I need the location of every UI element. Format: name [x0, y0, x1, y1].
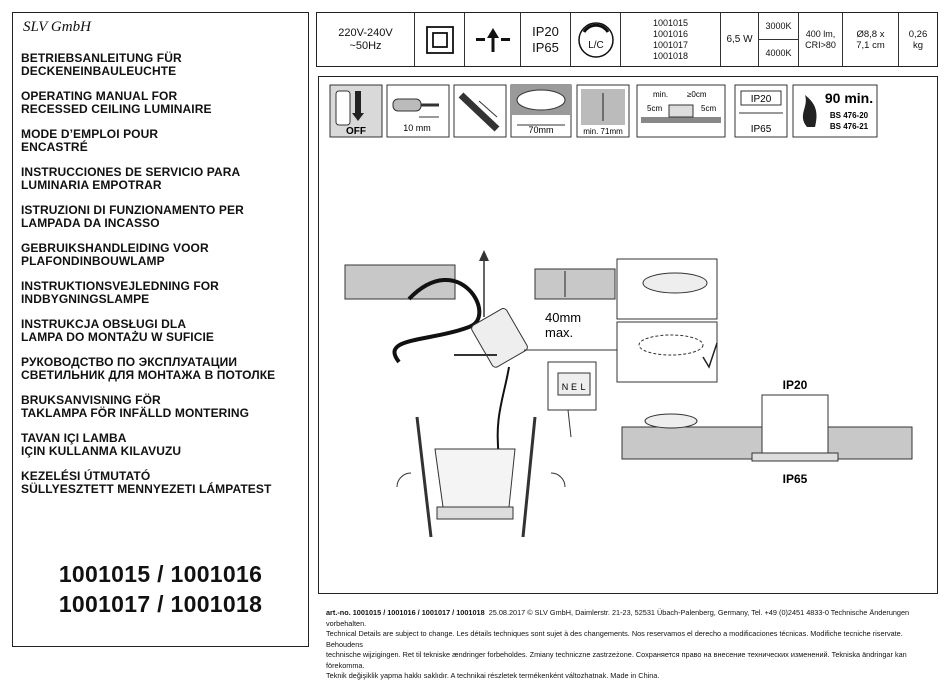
ip20-label: IP20	[532, 23, 559, 39]
luminaire-trim	[436, 506, 514, 520]
driver-box	[471, 308, 528, 368]
strip-length-label: 10 mm	[403, 123, 431, 133]
title-tr: TAVAN IÇI LAMBA IÇIN KULLANMA KILAVUZU	[21, 431, 182, 458]
fire-std-1-label: BS 476-20	[830, 111, 869, 120]
arrow-up-icon	[475, 27, 510, 52]
brand-name: SLV GmbH	[23, 19, 91, 35]
cutout-icon: 70mm	[510, 84, 572, 138]
color-temp-4000: 4000K	[765, 48, 792, 58]
footer-line-3: technische wijzigingen. Ret til tekniske…	[326, 650, 907, 670]
depth-label: min. 71mm	[583, 127, 623, 136]
cutout-label: 70mm	[528, 125, 553, 135]
class-ii-cell	[415, 13, 465, 66]
power-off-icon: OFF	[329, 84, 383, 138]
footer-company: 25.08.2017 © SLV GmbH, Daimlerstr. 21-23…	[326, 608, 910, 628]
article-numbers-line-2: 1001017 / 1001018	[58, 591, 263, 617]
title-de: BETRIEBSANLEITUNG FÜR DECKENEINBAULEUCHT…	[21, 51, 182, 78]
ip65-zone-label: IP65	[783, 472, 808, 486]
color-temp-3000: 3000K	[759, 13, 798, 40]
item-2: 1001016	[652, 28, 689, 39]
manual-titles: BETRIEBSANLEITUNG FÜR DECKENEINBAULEUCHT…	[21, 52, 306, 508]
clearance-right-label: 5cm	[701, 104, 716, 113]
lc-label: L/C	[588, 40, 604, 51]
title-sv: BRUKSANVISNING FÖR TAKLAMPA FÖR INFÄLLD …	[21, 393, 250, 420]
ip-zone-bottom-label: IP65	[751, 124, 772, 135]
terminal-e: E	[571, 382, 577, 392]
item-4: 1001018	[652, 50, 689, 61]
dimmable-cell: L/C	[571, 13, 621, 66]
clip-rotate-right-icon	[550, 472, 566, 488]
check-mark-icon	[702, 342, 718, 369]
fire-time-label: 90 min.	[825, 90, 873, 106]
driver-open-shape	[642, 272, 708, 294]
strip-wire-icon: 10 mm	[386, 84, 450, 138]
lift-arrow-head	[479, 250, 489, 261]
lumen-spec: 400 lm, CRI>80	[799, 13, 843, 66]
title-en: OPERATING MANUAL FOR RECESSED CEILING LU…	[21, 89, 212, 116]
terminal-l: L	[580, 382, 585, 392]
title-es: INSTRUCCIONES DE SERVICIO PARA LUMINARIA…	[21, 165, 241, 192]
insert-wire-icon	[453, 84, 507, 138]
clearance-left-label: 5cm	[647, 104, 662, 113]
title-nl: GEBRUIKSHANDLEIDING VOOR PLAFONDINBOUWLA…	[21, 241, 209, 268]
fire-std-2-label: BS 476-21	[830, 122, 869, 131]
title-it: ISTRUZIONI DI FUNZIONAMENTO PER LAMPADA …	[21, 203, 244, 230]
spec-bar: 220V-240V ~50Hz IP20 IP65 L/C 1001015 10…	[316, 12, 938, 67]
luminaire-housing	[434, 448, 516, 508]
terminal-wire	[567, 409, 572, 438]
terminal-block	[557, 372, 591, 396]
ip-luminaire	[761, 394, 829, 454]
ip-zone-icon: IP20 IP65	[734, 84, 788, 138]
item-1: 1001015	[652, 17, 689, 28]
installation-panel: OFF 10 mm 70mm min. 71mm	[318, 76, 938, 594]
dimensions-spec: Ø8,8 x 7,1 cm	[843, 13, 899, 66]
clip-rotate-left-icon	[396, 472, 412, 488]
clearance-top-label: ≥0cm	[687, 90, 707, 99]
ip-rating-cell: IP20 IP65	[521, 13, 571, 66]
footer-line-1: art.-no. 1001015 / 1001016 / 1001017 / 1…	[326, 608, 941, 629]
title-pl: INSTRUKCJA OBSŁUGI DLA LAMPA DO MONTAŻU …	[21, 317, 215, 344]
class-ii-icon	[425, 25, 454, 54]
off-label: OFF	[346, 126, 366, 137]
spring-clip-left	[415, 416, 433, 538]
depth-icon: min. 71mm	[576, 84, 630, 138]
ip20-zone-label: IP20	[783, 378, 808, 392]
title-ru: РУКОВОДСТВО ПО ЭКСПЛУАТАЦИИ СВЕТИЛЬНИК Д…	[21, 355, 276, 382]
voltage-spec: 220V-240V ~50Hz	[317, 13, 415, 66]
ip65-label: IP65	[532, 39, 559, 55]
installation-diagram: OFF 10 mm 70mm min. 71mm	[329, 84, 913, 538]
footer-line-2: Technical Details are subject to change.…	[326, 629, 903, 649]
direction-cell	[465, 13, 521, 66]
ip-luminaire-trim	[751, 452, 839, 462]
ceiling-thickness-slab	[534, 268, 616, 300]
footer-article-numbers: art.-no. 1001015 / 1001016 / 1001017 / 1…	[326, 608, 485, 617]
title-panel: SLV GmbH BETRIEBSANLEITUNG FÜR DECKENEIN…	[12, 12, 309, 647]
article-numbers-line-1: 1001015 / 1001016	[58, 561, 263, 587]
weight-spec: 0,26 kg	[908, 28, 928, 51]
power-spec: 6,5 W	[721, 13, 759, 66]
color-temp-cell: 3000K 4000K	[759, 13, 799, 66]
item-numbers-cell: 1001015 1001016 1001017 1001018	[621, 13, 721, 66]
title-da: INSTRUKTIONSVEJLEDNING FOR INDBYGNINGSLA…	[21, 279, 219, 306]
spring-clip-right	[521, 416, 537, 538]
title-hu: KEZELÉSI ÚTMUTATÓ SÜLLYESZTETT MENNYEZET…	[21, 469, 272, 496]
clearance-min-label: min.	[653, 90, 668, 99]
ceiling-thickness-line-2: max.	[545, 325, 573, 340]
clearance-icon: min. ≥0cm 5cm 5cm	[636, 84, 726, 138]
footer-line-4: Teknik değişiklik yapma hakkı saklıdır. …	[326, 671, 660, 680]
fire-rating-icon: 90 min. BS 476-20 BS 476-21	[792, 84, 878, 138]
title-fr: MODE D’EMPLOI POUR ENCASTRÉ	[21, 127, 159, 154]
dimmer-icon: L/C	[577, 21, 614, 58]
driver-closed-shape	[638, 334, 704, 356]
footer-notice: art.-no. 1001015 / 1001016 / 1001017 / 1…	[326, 608, 941, 682]
ip-driver-shape	[644, 413, 698, 429]
ceiling-thickness-line-1: 40mm	[545, 310, 581, 325]
terminal-n: N	[562, 382, 569, 392]
item-3: 1001017	[652, 39, 689, 50]
supply-cable	[392, 278, 482, 364]
lamp-cable	[496, 366, 510, 458]
ip-zone-top-label: IP20	[751, 94, 772, 105]
